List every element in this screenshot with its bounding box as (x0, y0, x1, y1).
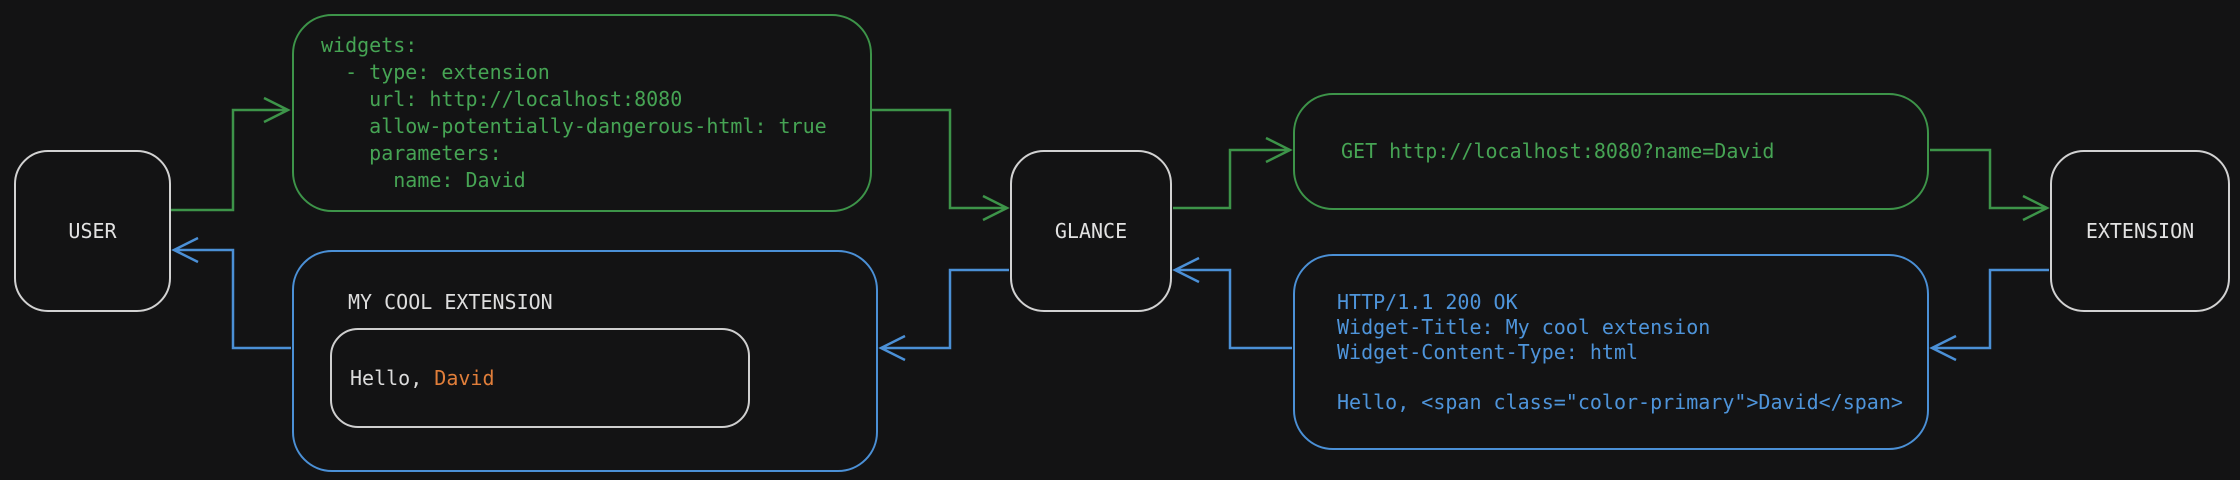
http-request-code: GET http://localhost:8080?name=David (1341, 139, 1775, 163)
extension-node-label: EXTENSION (2085, 219, 2195, 243)
widget-greeting-card: Hello, David (330, 328, 750, 428)
arrow-config-to-glance (870, 108, 1010, 222)
arrow-extension-to-response (1929, 268, 2049, 362)
glance-node: GLANCE (1010, 150, 1172, 312)
greeting-prefix: Hello, (350, 366, 435, 390)
user-node-label: USER (68, 219, 117, 243)
greeting-name: David (434, 366, 495, 390)
glance-node-label: GLANCE (1054, 219, 1128, 243)
arrow-response-to-glance (1172, 256, 1292, 350)
config-yaml-code: widgets: - type: extension url: http://l… (321, 33, 827, 192)
arrow-request-to-extension (1930, 148, 2050, 222)
arrow-glance-to-request (1173, 136, 1293, 210)
rendered-widget-box: MY COOL EXTENSION Hello, David (292, 250, 878, 472)
arrow-user-to-config (171, 96, 291, 212)
user-node: USER (14, 150, 171, 312)
arrow-glance-to-widget (878, 268, 1009, 362)
widget-title: MY COOL EXTENSION (348, 290, 553, 314)
http-request-box: GET http://localhost:8080?name=David (1293, 93, 1929, 210)
http-response-code: HTTP/1.1 200 OK Widget-Title: My cool ex… (1337, 289, 1903, 414)
extension-node: EXTENSION (2050, 150, 2230, 312)
config-yaml-box: widgets: - type: extension url: http://l… (292, 14, 872, 212)
http-response-box: HTTP/1.1 200 OK Widget-Title: My cool ex… (1293, 254, 1929, 450)
arrow-widget-to-user (171, 236, 291, 350)
